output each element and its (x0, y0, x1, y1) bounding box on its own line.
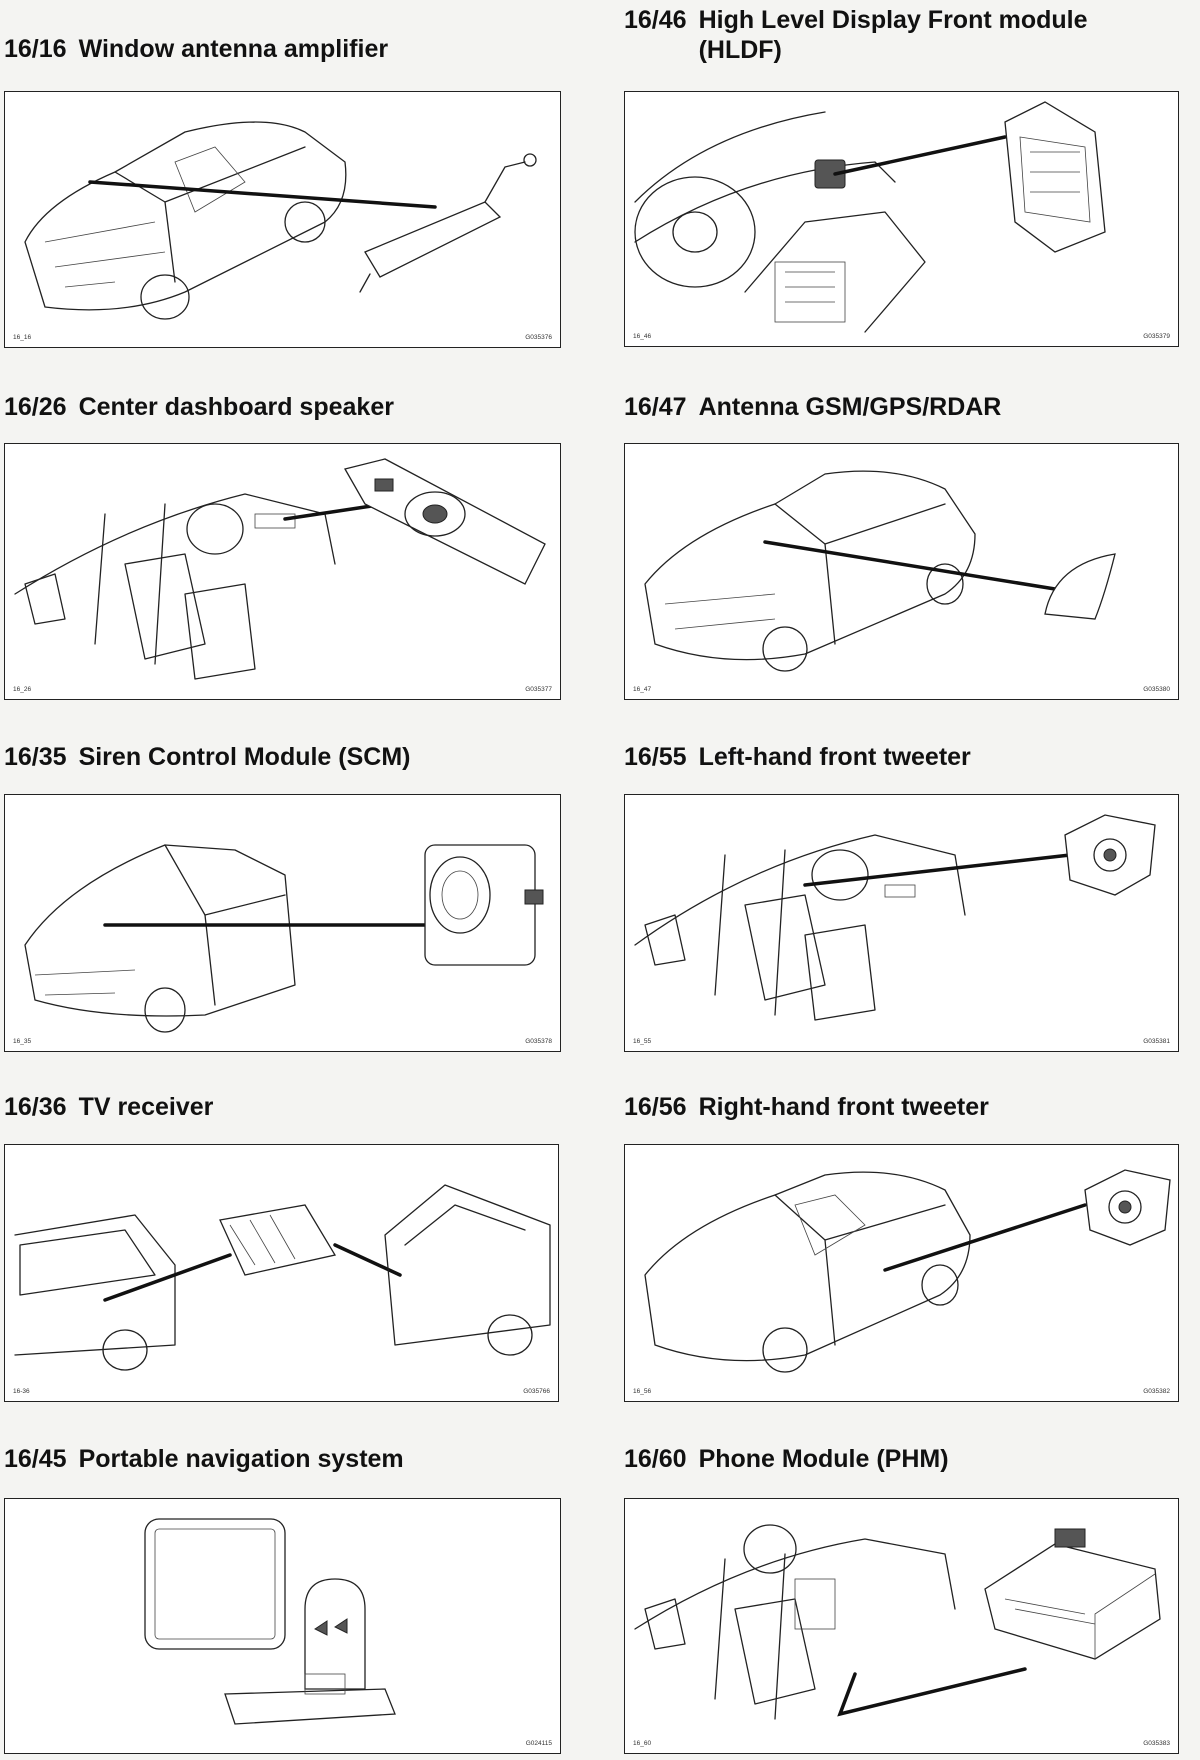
item-title: 16/47 Antenna GSM/GPS/RDAR (624, 392, 1001, 422)
item-code: 16/26 (4, 393, 67, 421)
item-title: 16/55 Left-hand front tweeter (624, 742, 971, 772)
illustration-panel: 16_35 G035378 (4, 794, 561, 1052)
item-code: 16/46 (624, 6, 687, 34)
item-code: 16/16 (4, 35, 67, 63)
figure-code: G035380 (1143, 686, 1170, 693)
item-name: Siren Control Module (SCM) (78, 743, 411, 771)
figure-id: 16_56 (633, 1388, 652, 1395)
item-name: Phone Module (PHM) (698, 1445, 949, 1473)
figure-id: 16_35 (13, 1038, 32, 1045)
item-name: Center dashboard speaker (78, 393, 394, 421)
illustration-panel: G024115 (4, 1498, 561, 1754)
illustration-panel: 16_56 G035382 (624, 1144, 1179, 1402)
illustration-panel: 16_47 G035380 (624, 443, 1179, 700)
figure-code: G035381 (1143, 1038, 1170, 1045)
item-code: 16/47 (624, 393, 687, 421)
figure-code: G035383 (1143, 1740, 1170, 1747)
figure-code: G035378 (525, 1038, 552, 1045)
item-code: 16/56 (624, 1093, 687, 1121)
figure-code: G035766 (523, 1388, 550, 1395)
portable-navigation-device-icon (144, 1518, 396, 1725)
car-tweeter-icon (644, 1169, 1171, 1373)
interior-tweeter-icon (634, 814, 1156, 1021)
figure-id: 16-36 (13, 1388, 30, 1395)
item-title: 16/46 High Level Display Front module (HL… (624, 5, 1139, 65)
item-title: 16/35 Siren Control Module (SCM) (4, 742, 410, 772)
figure-id: 16_26 (13, 686, 32, 693)
item-code: 16/60 (624, 1445, 687, 1473)
figure-code: G035379 (1143, 333, 1170, 340)
figure-id: 16_16 (13, 334, 32, 341)
illustration-panel: 16_55 G035381 (624, 794, 1179, 1052)
figure-id: 16_47 (633, 686, 652, 693)
item-name: High Level Display Front module (HLDF) (698, 6, 1088, 64)
item-name: Right-hand front tweeter (698, 1093, 989, 1121)
car-front-siren-module-icon (24, 844, 544, 1033)
dashboard-display-module-icon (634, 101, 1106, 333)
item-title: 16/26 Center dashboard speaker (4, 392, 394, 422)
figure-id: 16_60 (633, 1740, 652, 1747)
item-title: 16/45 Portable navigation system (4, 1444, 404, 1474)
figure-code: G035377 (525, 686, 552, 693)
figure-code: G035382 (1143, 1388, 1170, 1395)
item-name: Portable navigation system (78, 1445, 404, 1473)
item-code: 16/45 (4, 1445, 67, 1473)
illustration-panel: 16_46 G035379 (624, 91, 1179, 347)
figure-code: G035376 (525, 334, 552, 341)
illustration-panel: 16_26 G035377 (4, 443, 561, 700)
interior-phone-module-icon (634, 1524, 1161, 1720)
item-name: Antenna GSM/GPS/RDAR (698, 393, 1002, 421)
item-name: TV receiver (78, 1093, 214, 1121)
item-title: 16/16 Window antenna amplifier (4, 34, 388, 64)
illustration-panel: 16_16 G035376 (4, 91, 561, 348)
illustration-panel: 16_60 G035383 (624, 1498, 1179, 1754)
item-code: 16/55 (624, 743, 687, 771)
item-code: 16/35 (4, 743, 67, 771)
item-name: Window antenna amplifier (78, 35, 389, 63)
figure-id: 16_46 (633, 333, 652, 340)
item-code: 16/36 (4, 1093, 67, 1121)
item-name: Left-hand front tweeter (698, 743, 971, 771)
car-roof-antenna-icon (644, 470, 1116, 672)
tv-receiver-two-cars-icon (14, 1184, 551, 1371)
figure-code: G024115 (525, 1740, 552, 1747)
car-exterior-antenna-amplifier-icon (24, 121, 537, 320)
interior-dashboard-speaker-icon (14, 458, 546, 680)
item-title: 16/36 TV receiver (4, 1092, 213, 1122)
figure-id: 16_55 (633, 1038, 652, 1045)
item-title: 16/56 Right-hand front tweeter (624, 1092, 989, 1122)
item-title: 16/60 Phone Module (PHM) (624, 1444, 949, 1474)
illustration-panel: 16-36 G035766 (4, 1144, 559, 1402)
